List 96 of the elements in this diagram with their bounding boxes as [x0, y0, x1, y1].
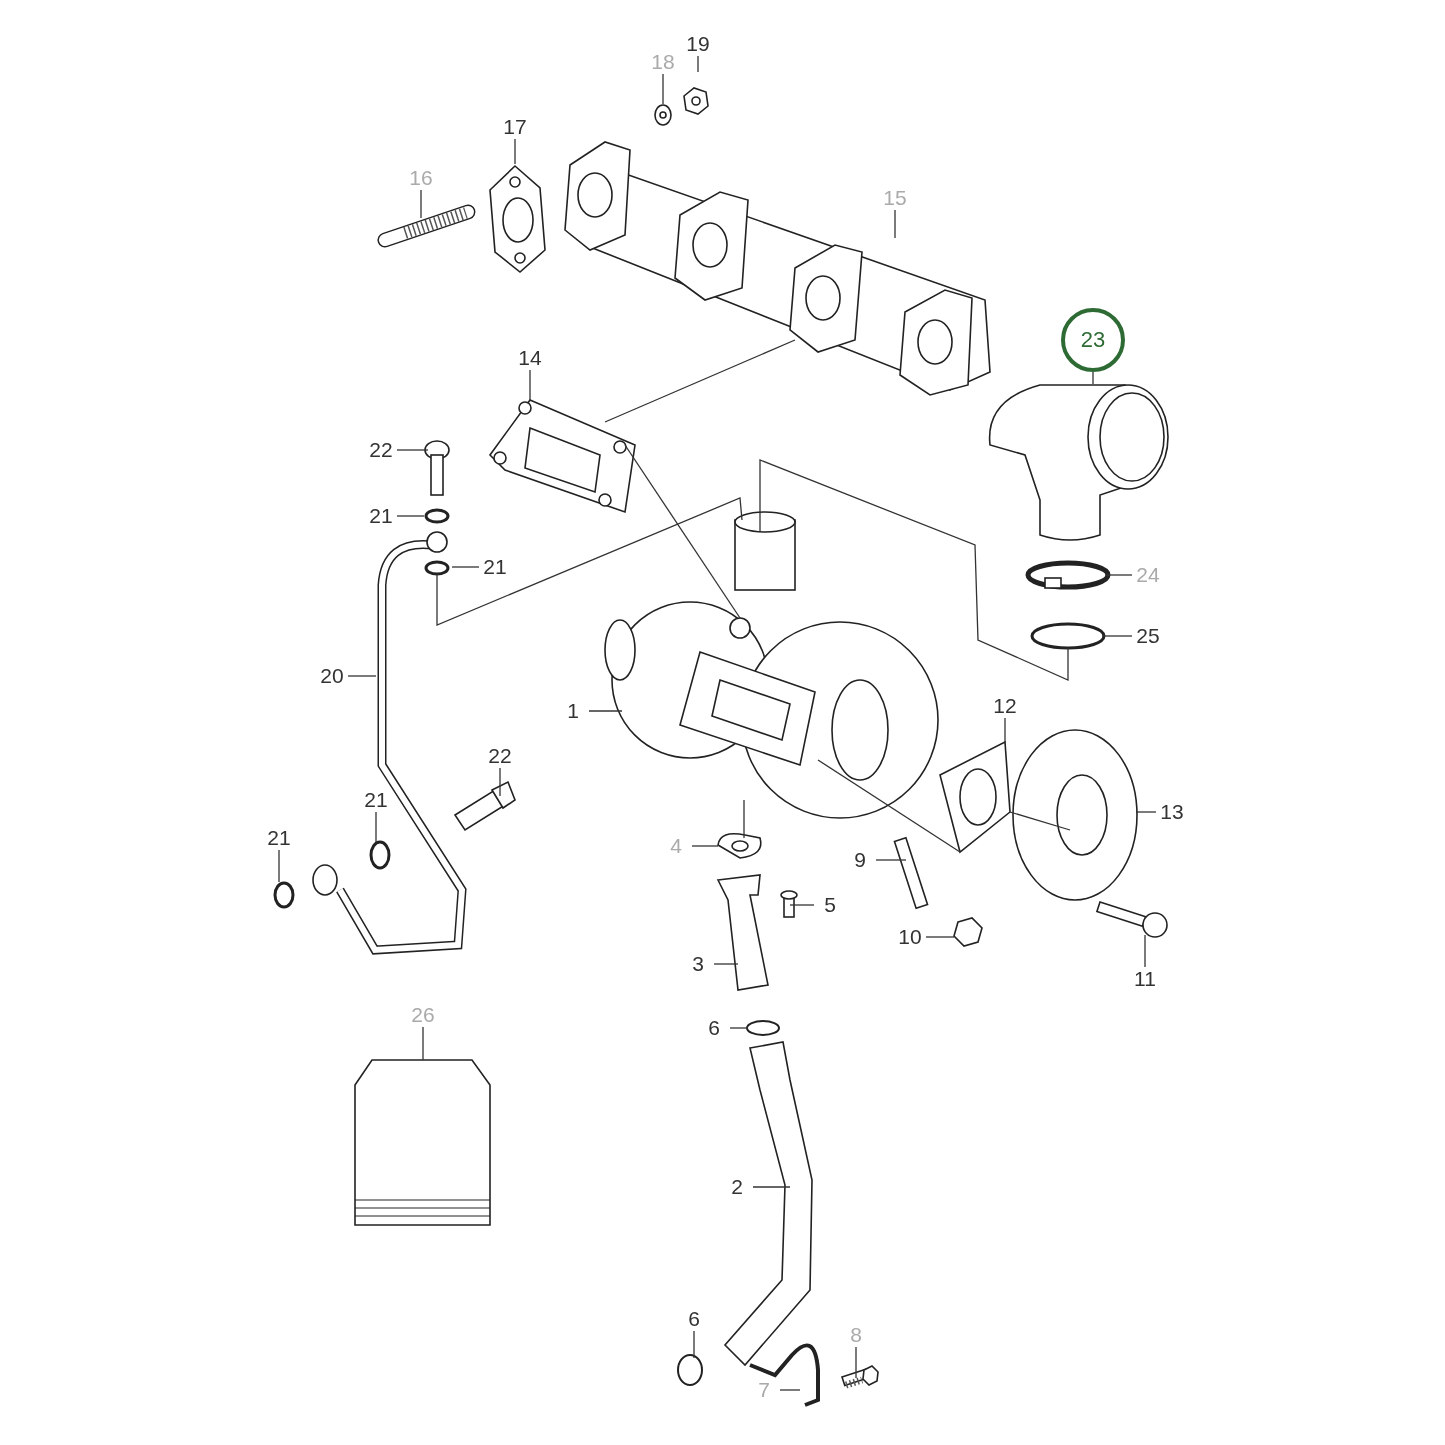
washer-drawing [424, 508, 450, 524]
hose-clamp-drawing [1025, 560, 1111, 590]
leader-line [1104, 574, 1133, 576]
leader-line [1135, 811, 1157, 813]
bolt-drawing [780, 890, 798, 918]
o-ring-drawing [746, 1020, 780, 1036]
leader-line [855, 1346, 857, 1379]
callout-number: 11 [1129, 967, 1161, 991]
callout-number: 21 [360, 788, 392, 812]
banjo-bolt-drawing [424, 440, 450, 496]
bolt-drawing [841, 1365, 879, 1389]
callout-number: 4 [660, 834, 692, 858]
callout-number: 10 [894, 925, 926, 949]
gasket-drawing [489, 164, 546, 274]
callout-number: 3 [682, 952, 714, 976]
callout-number: 22 [365, 438, 397, 462]
nut-drawing [953, 917, 983, 947]
manifold-drawing [564, 141, 991, 396]
callout-number: 26 [407, 1003, 439, 1027]
callout-number: 17 [499, 115, 531, 139]
leader-line [713, 963, 739, 965]
leader-line [875, 859, 907, 861]
leader-line [817, 759, 961, 853]
callout-number: 18 [647, 50, 679, 74]
leader-line [729, 1027, 749, 1029]
leader-line [1009, 811, 1071, 831]
callout-number: 12 [989, 694, 1021, 718]
leader-line [451, 566, 480, 568]
leader-line [759, 459, 1069, 681]
o-ring-drawing [677, 1354, 703, 1386]
callout-number: 23 [1061, 308, 1125, 372]
leader-line [779, 1389, 801, 1391]
pipe-drawing [312, 531, 467, 955]
leader-line [894, 209, 896, 239]
callout-number: 21 [479, 555, 511, 579]
leader-line [396, 515, 425, 517]
gasket-drawing [939, 740, 1011, 854]
callout-number: 19 [682, 32, 714, 56]
gasket-drawing [488, 399, 636, 514]
leader-line [691, 845, 719, 847]
leader-line [624, 444, 741, 619]
leader-line [420, 189, 422, 219]
package-drawing [354, 1059, 491, 1226]
leader-line [604, 339, 796, 423]
leader-line [396, 449, 429, 451]
callout-number: 14 [514, 346, 546, 370]
leader-line [1144, 934, 1146, 968]
leader-line [347, 675, 377, 677]
callout-number: 5 [814, 893, 846, 917]
leader-line [925, 936, 955, 938]
callout-number: 9 [844, 848, 876, 872]
callout-number: 7 [748, 1378, 780, 1402]
leader-line [662, 73, 664, 105]
washer-drawing [273, 881, 295, 909]
callout-number: 22 [484, 744, 516, 768]
gasket-drawing [717, 832, 762, 859]
leader-line [752, 1186, 791, 1188]
nut-drawing [683, 87, 709, 115]
leader-line [529, 369, 531, 401]
stud-drawing [377, 204, 476, 248]
callout-number: 16 [405, 166, 437, 190]
leader-line [514, 138, 516, 165]
turbocharger-drawing [604, 511, 939, 819]
callout-number: 21 [263, 826, 295, 850]
bolt-drawing [1095, 901, 1168, 938]
callout-number: 20 [316, 664, 348, 688]
washer-drawing [654, 104, 672, 126]
leader-line [1101, 635, 1133, 637]
leader-line [743, 799, 745, 839]
callout-number: 15 [879, 186, 911, 210]
leader-line [1092, 371, 1094, 385]
callout-number: 8 [840, 1323, 872, 1347]
leader-line [422, 1026, 424, 1061]
callout-number: 2 [721, 1175, 753, 1199]
pipe-drawing [716, 874, 769, 991]
leader-line [697, 55, 699, 73]
callout-number: 6 [698, 1016, 730, 1040]
elbow-drawing [988, 384, 1169, 541]
leader-line [789, 904, 815, 906]
leader-line [499, 767, 501, 797]
callout-number: 21 [365, 504, 397, 528]
leader-line [375, 811, 377, 843]
callout-number: 6 [678, 1307, 710, 1331]
bracket-drawing [749, 1343, 820, 1407]
callout-number: 25 [1132, 624, 1164, 648]
callout-number: 1 [557, 699, 589, 723]
o-ring-drawing [1030, 622, 1106, 650]
leader-line [278, 849, 280, 883]
leader-line [693, 1330, 695, 1359]
leader-line [588, 710, 623, 712]
callout-number: 24 [1132, 563, 1164, 587]
leader-line [436, 497, 743, 626]
leader-line [1004, 717, 1006, 744]
pipe-drawing [723, 1041, 813, 1367]
banjo-bolt-drawing [453, 780, 516, 832]
callout-number: 13 [1156, 800, 1188, 824]
